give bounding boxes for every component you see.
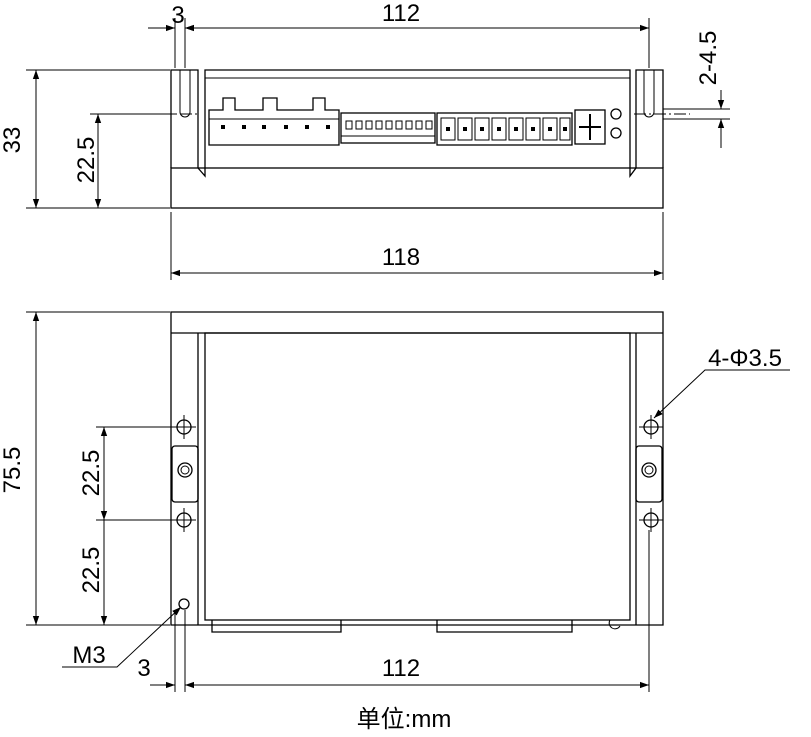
left-slot (179, 70, 191, 118)
dim-hole-spacing-upper: 22.5 (78, 450, 105, 497)
top-view-base-plate (170, 167, 664, 209)
bottom-view (170, 311, 664, 633)
terminal-block (436, 112, 573, 146)
dim-thread-spec: M3 (72, 642, 105, 669)
unit-label: 单位:mm (357, 706, 452, 733)
dim-hole-spacing-lower: 22.5 (78, 547, 105, 594)
bottom-view-dimensions (26, 311, 790, 692)
dim-top-hole-height: 22.5 (73, 137, 100, 184)
dim-top-height: 33 (0, 127, 26, 154)
right-slot (643, 70, 655, 118)
dim-overall-width: 118 (382, 244, 420, 271)
dim-hole-spacing-top: 112 (382, 0, 420, 27)
dim-hole-spacing-bottom: 112 (382, 655, 420, 682)
dip-switch (340, 112, 436, 144)
dim-slot-spec: 2-4.5 (695, 31, 722, 86)
led-indicator (610, 127, 622, 139)
top-view (160, 69, 690, 209)
dim-hole-spec: 4-Φ3.5 (708, 345, 782, 372)
potentiometer (574, 109, 606, 145)
body-foot (211, 620, 342, 633)
led-indicator (610, 108, 622, 120)
right-mounting-holes (635, 415, 663, 532)
heatsink-body (204, 332, 631, 621)
left-mounting-holes (171, 415, 199, 610)
body-foot (436, 620, 573, 633)
right-mounting-ear (635, 69, 664, 168)
top-view-dimensions (26, 18, 730, 280)
dim-bottom-height: 75.5 (0, 447, 26, 494)
dim-slot-width: 3 (171, 2, 184, 29)
signal-connector (208, 97, 340, 146)
base-plate-outline (170, 311, 664, 626)
dim-edge-offset: 3 (137, 655, 150, 682)
left-mounting-ear (170, 69, 199, 168)
driver-body (197, 69, 637, 178)
